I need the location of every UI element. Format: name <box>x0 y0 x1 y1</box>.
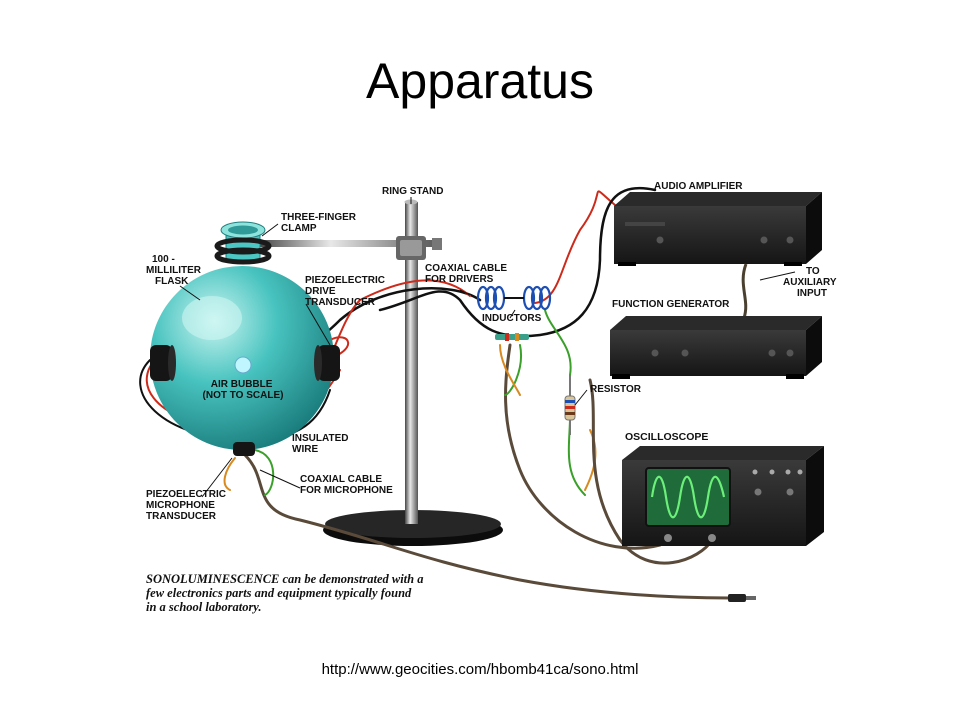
function-generator <box>610 316 822 379</box>
label-inductors: INDUCTORS <box>482 313 542 324</box>
aux-cable <box>743 264 746 318</box>
label-ring-stand: RING STAND <box>382 186 443 197</box>
flask <box>150 222 334 450</box>
diagram-caption: SONOLUMINESCENCE can be demonstrated wit… <box>146 572 427 614</box>
label-piezo-drive: PIEZOELECTRIC DRIVE TRANSDUCER <box>305 275 388 308</box>
label-resistor: RESISTOR <box>590 384 642 395</box>
audio-amplifier <box>614 192 822 266</box>
label-audio-amplifier: AUDIO AMPLIFIER <box>654 181 743 192</box>
label-function-generator: FUNCTION GENERATOR <box>612 299 730 310</box>
piezo-drive-transducer-right <box>314 345 340 381</box>
label-coax-mic: COAXIAL CABLE FOR MICROPHONE <box>300 474 393 496</box>
label-three-finger-clamp: THREE-FINGER CLAMP <box>281 212 359 234</box>
source-url: http://www.geocities.com/hbomb41ca/sono.… <box>0 661 960 678</box>
label-oscilloscope: OSCILLOSCOPE <box>625 431 708 443</box>
oscilloscope <box>622 446 824 546</box>
inductors <box>478 287 550 309</box>
air-bubble <box>235 357 251 373</box>
resistor <box>565 375 575 435</box>
label-insulated-wire: INSULATED WIRE <box>292 433 351 455</box>
cable-plug <box>728 594 756 602</box>
inductor-leads <box>495 333 529 341</box>
clamp-arm <box>258 236 442 260</box>
piezo-microphone-transducer <box>233 442 255 456</box>
label-coax-drivers: COAXIAL CABLE FOR DRIVERS <box>425 263 510 285</box>
label-to-aux: TO AUXILIARY INPUT <box>783 266 839 299</box>
label-air-bubble: AIR BUBBLE (NOT TO SCALE) <box>203 379 284 401</box>
piezo-drive-transducer-left <box>150 345 176 381</box>
label-piezo-mic: PIEZOELECTRIC MICROPHONE TRANSDUCER <box>146 489 229 522</box>
